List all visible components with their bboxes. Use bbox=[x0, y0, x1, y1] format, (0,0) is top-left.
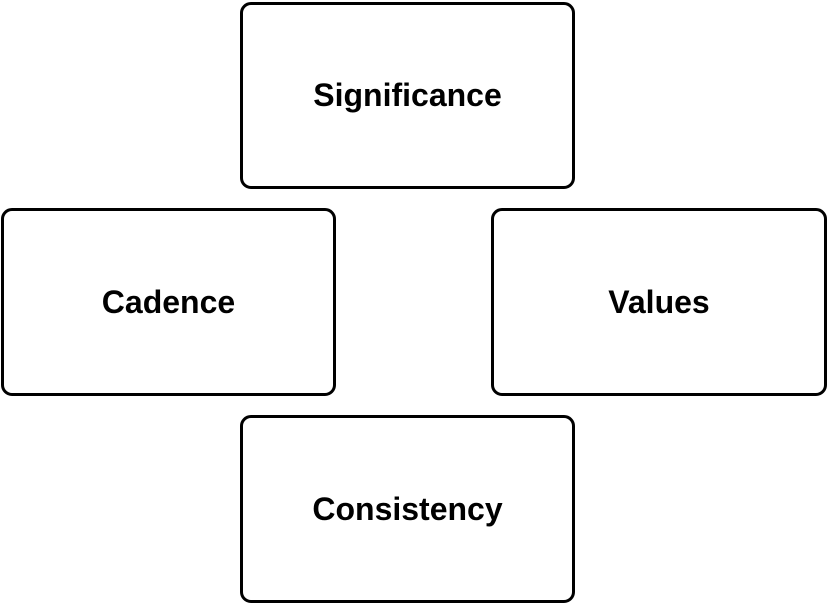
node-label-consistency: Consistency bbox=[312, 490, 503, 527]
node-significance: Significance bbox=[240, 2, 575, 189]
node-label-values: Values bbox=[608, 283, 710, 320]
node-label-cadence: Cadence bbox=[101, 283, 236, 320]
node-label-significance: Significance bbox=[313, 77, 502, 113]
node-cadence: Cadence bbox=[1, 208, 336, 396]
node-consistency: Consistency bbox=[240, 415, 575, 603]
node-values: Values bbox=[491, 208, 827, 396]
